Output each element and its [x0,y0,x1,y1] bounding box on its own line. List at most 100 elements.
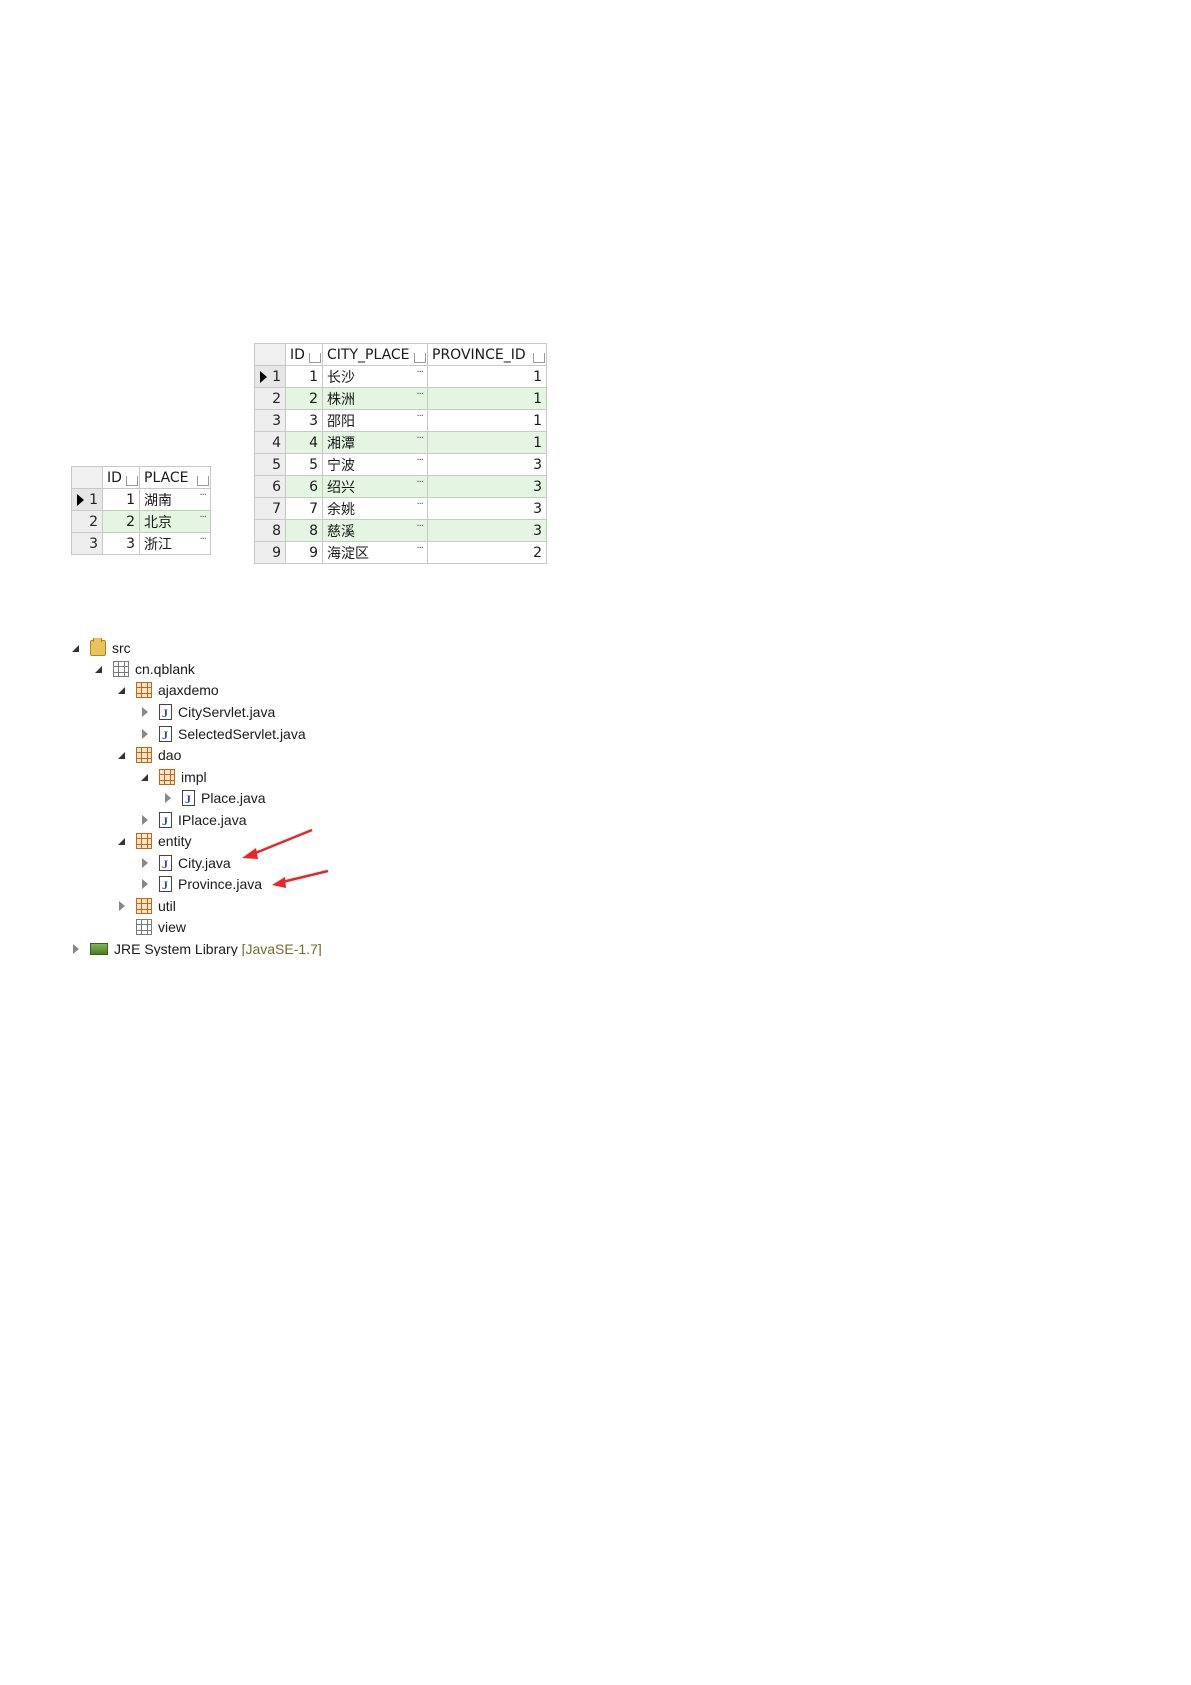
column-header-id[interactable]: ID [102,466,140,489]
cell-province-id[interactable]: 1 [427,387,547,410]
table-row[interactable]: 3 3 浙江··· [71,532,211,555]
cell-city-place[interactable]: 湘潭··· [322,431,428,454]
row-header[interactable]: 9 [254,541,286,564]
column-menu-button[interactable] [414,353,426,363]
tree-node-province-java[interactable]: Province.java [139,874,262,895]
ellipsis-button[interactable]: ··· [416,411,423,422]
tree-node-selected-servlet[interactable]: SelectedServlet.java [139,724,306,745]
column-header-id[interactable]: ID [285,343,323,366]
column-menu-button[interactable] [126,476,138,486]
ellipsis-button[interactable]: ··· [416,367,423,378]
cell-city-place[interactable]: 海淀区··· [322,541,428,564]
row-header[interactable]: 1 [71,488,103,511]
expand-arrow-icon[interactable] [116,835,128,847]
collapse-arrow-icon[interactable] [139,728,151,740]
tree-node-city-java[interactable]: City.java [139,853,231,874]
row-header[interactable]: 6 [254,475,286,498]
tree-node-util[interactable]: util [116,896,176,916]
tree-node-cn-qblank[interactable]: cn.qblank [93,659,195,679]
collapse-arrow-icon[interactable] [116,900,128,912]
cell-province-id[interactable]: 3 [427,519,547,542]
ellipsis-button[interactable]: ··· [199,512,206,523]
column-menu-button[interactable] [197,476,209,486]
cell-id[interactable]: 5 [285,453,323,476]
row-header[interactable]: 4 [254,431,286,454]
cell-city-place[interactable]: 余姚··· [322,497,428,520]
column-header-province-id[interactable]: PROVINCE_ID [427,343,547,366]
tree-node-impl[interactable]: impl [139,767,207,787]
row-header[interactable]: 1 [254,365,286,388]
cell-id[interactable]: 1 [102,488,140,511]
tree-node-dao[interactable]: dao [116,745,181,765]
collapse-arrow-icon[interactable] [162,792,174,804]
cell-place[interactable]: 浙江··· [139,532,211,555]
column-header-place[interactable]: PLACE [139,466,211,489]
row-header[interactable]: 2 [254,387,286,410]
expand-arrow-icon[interactable] [93,663,105,675]
cell-province-id[interactable]: 2 [427,541,547,564]
column-menu-button[interactable] [533,353,545,363]
cell-city-place[interactable]: 株洲··· [322,387,428,410]
row-header[interactable]: 8 [254,519,286,542]
cell-id[interactable]: 9 [285,541,323,564]
cell-province-id[interactable]: 3 [427,453,547,476]
column-header-city-place[interactable]: CITY_PLACE [322,343,428,366]
cell-province-id[interactable]: 1 [427,365,547,388]
ellipsis-button[interactable]: ··· [416,521,423,532]
cell-province-id[interactable]: 1 [427,409,547,432]
ellipsis-button[interactable]: ··· [416,389,423,400]
ellipsis-button[interactable]: ··· [416,477,423,488]
tree-node-city-servlet[interactable]: CityServlet.java [139,702,275,723]
ellipsis-button[interactable]: ··· [199,534,206,545]
cell-place[interactable]: 北京··· [139,510,211,533]
expand-arrow-icon[interactable] [139,771,151,783]
cell-place[interactable]: 湖南··· [139,488,211,511]
cell-city-place[interactable]: 邵阳··· [322,409,428,432]
collapse-arrow-icon[interactable] [139,814,151,826]
cell-id[interactable]: 2 [285,387,323,410]
cell-city-place[interactable]: 宁波··· [322,453,428,476]
ellipsis-button[interactable]: ··· [199,490,206,501]
tree-node-jre-library[interactable]: JRE System Library [JavaSE-1.7] [70,939,322,956]
cell-province-id[interactable]: 1 [427,431,547,454]
cell-id[interactable]: 7 [285,497,323,520]
cell-city-place[interactable]: 长沙··· [322,365,428,388]
cell-id[interactable]: 3 [102,532,140,555]
tree-node-view[interactable]: view [116,917,186,937]
cell-id[interactable]: 3 [285,409,323,432]
cell-id[interactable]: 2 [102,510,140,533]
cell-province-id[interactable]: 3 [427,497,547,520]
row-header[interactable]: 2 [71,510,103,533]
expand-arrow-icon[interactable] [70,642,82,654]
row-header[interactable]: 3 [254,409,286,432]
cell-id[interactable]: 6 [285,475,323,498]
ellipsis-button[interactable]: ··· [416,455,423,466]
tree-node-place-java[interactable]: Place.java [162,788,266,809]
cell-city-place[interactable]: 慈溪··· [322,519,428,542]
collapse-arrow-icon[interactable] [139,878,151,890]
row-header[interactable]: 7 [254,497,286,520]
expand-arrow-icon[interactable] [116,749,128,761]
cell-id[interactable]: 4 [285,431,323,454]
ellipsis-button[interactable]: ··· [416,499,423,510]
tree-node-iplace-java[interactable]: IPlace.java [139,810,246,831]
tree-node-src[interactable]: src [70,638,131,658]
expand-arrow-icon[interactable] [116,684,128,696]
collapse-arrow-icon[interactable] [70,943,82,955]
cell-id[interactable]: 8 [285,519,323,542]
ellipsis-button[interactable]: ··· [416,543,423,554]
cell-id[interactable]: 1 [285,365,323,388]
table-row[interactable]: 2 2 北京··· [71,510,211,533]
row-header[interactable]: 5 [254,453,286,476]
cell-province-id[interactable]: 3 [427,475,547,498]
collapse-arrow-icon[interactable] [139,857,151,869]
tree-node-entity[interactable]: entity [116,831,191,851]
column-menu-button[interactable] [309,353,321,363]
